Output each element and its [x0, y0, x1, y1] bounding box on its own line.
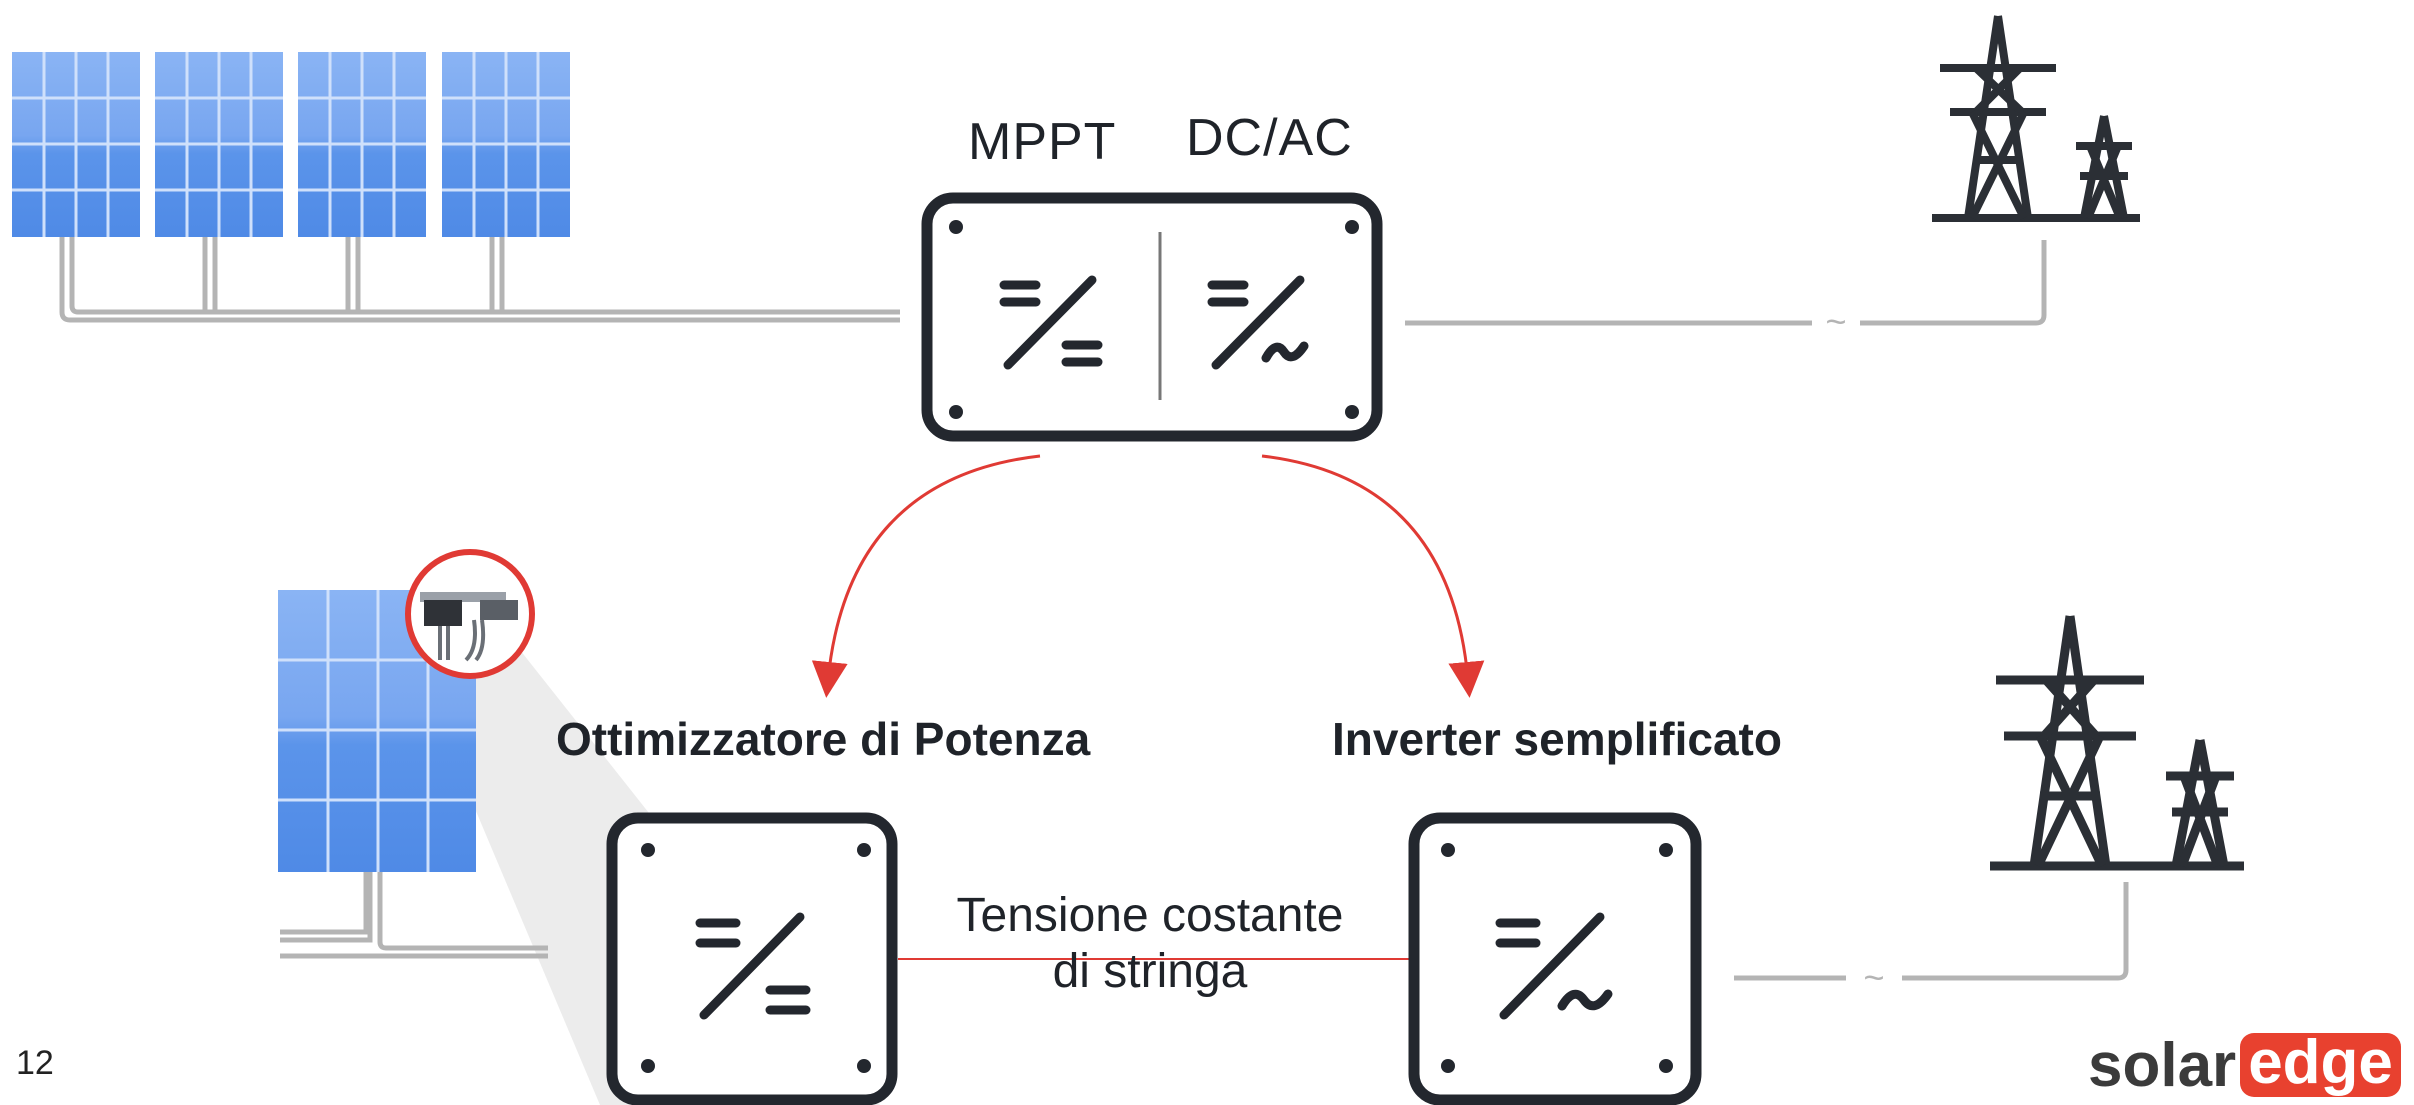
- solar-panel-1: [12, 52, 140, 237]
- optimizer-label: Ottimizzatore di Potenza: [556, 713, 1091, 765]
- dc-ac-icon: [1207, 275, 1309, 370]
- optimizer-box: [606, 812, 898, 1105]
- constant-voltage-line1: Tensione costante: [956, 889, 1344, 942]
- mppt-label: MPPT: [968, 113, 1117, 171]
- solar-panel-3: [298, 52, 426, 237]
- dc-dc-icon: [999, 275, 1103, 370]
- dcac-label: DC/AC: [1186, 109, 1353, 167]
- arrow-to-inverter: [1261, 454, 1485, 698]
- logo-text-edge: edge: [2240, 1032, 2401, 1097]
- optimizer-magnifier: [405, 549, 535, 679]
- red-arrows: [811, 454, 1485, 698]
- solar-panel-4: [442, 52, 570, 237]
- bottom-ac-tilde: ~: [1863, 957, 1884, 998]
- top-ac-tilde: ~: [1825, 301, 1846, 342]
- arrow-to-optimizer: [811, 454, 1041, 698]
- top-ac-line: [1405, 240, 2047, 326]
- bottom-panel-wiring: [280, 872, 548, 959]
- inverter-label: Inverter semplificato: [1332, 713, 1782, 765]
- top-string-wiring: [59, 237, 900, 323]
- dc-dc-icon: [695, 912, 811, 1020]
- dc-ac-icon: [1495, 912, 1613, 1020]
- constant-voltage-label: Tensione costante di stringa: [940, 888, 1360, 1000]
- top-grid-pylons: [1932, 15, 2140, 222]
- solaredge-logo: solar edge: [2088, 1030, 2401, 1100]
- simplified-inverter-box: [1408, 812, 1702, 1105]
- bottom-ac-line: [1734, 882, 2129, 981]
- constant-voltage-line2: di stringa: [1052, 945, 1248, 998]
- bottom-grid-pylons: [1990, 615, 2244, 871]
- traditional-inverter: [921, 192, 1383, 442]
- top-solar-panels: [12, 52, 570, 237]
- page-number: 12: [16, 1044, 54, 1082]
- solar-panel-2: [155, 52, 283, 237]
- logo-text-solar: solar: [2088, 1030, 2237, 1100]
